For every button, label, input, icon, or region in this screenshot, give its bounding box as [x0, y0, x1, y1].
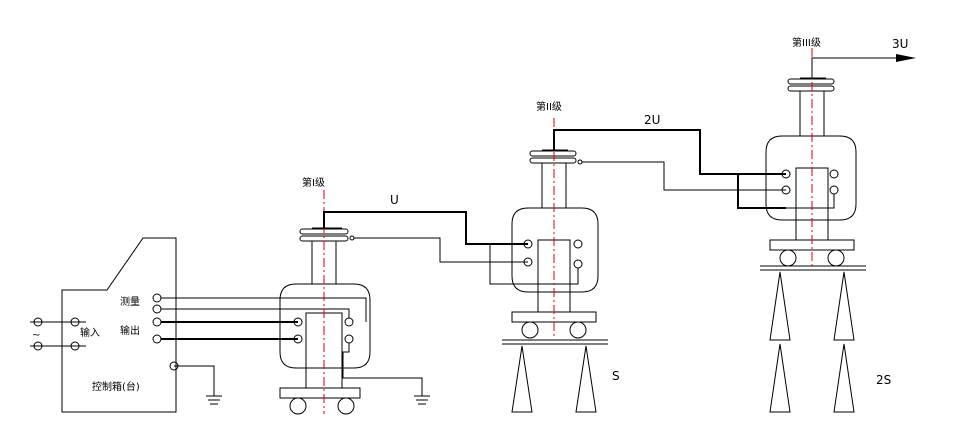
input-label: 输入 [80, 326, 100, 339]
stage1-top-terminal [349, 235, 355, 241]
stage3-label: 第III级 [792, 36, 821, 49]
s2-label: 2S [876, 373, 891, 387]
measure-label: 测量 [120, 295, 140, 308]
stage3-transformer: 2S 第III级 3U [760, 36, 916, 413]
ac-symbol: ~ [32, 330, 40, 341]
control-wiring [161, 297, 367, 340]
control-box: ~ 输入 测量 输出 控制箱(台) [30, 237, 222, 413]
measure-terminal-1 [152, 293, 162, 303]
output-terminal-1 [152, 317, 162, 327]
s-label: S [612, 369, 620, 383]
control-box-label: 控制箱(台) [92, 380, 140, 393]
output-terminal-2 [152, 334, 162, 344]
output-label: 输出 [120, 324, 140, 337]
u2-label: 2U [644, 113, 660, 127]
u3-label: 3U [892, 37, 908, 51]
output-arrow-icon [896, 54, 916, 62]
stage2-label: 第II级 [536, 100, 562, 113]
measure-terminal-2 [152, 304, 162, 314]
stage2-to-stage3-wiring: 2U [553, 113, 786, 209]
u-label: U [390, 193, 399, 207]
stage1-to-stage2-wiring: U [323, 193, 528, 263]
stage1-label: 第I级 [302, 176, 325, 189]
